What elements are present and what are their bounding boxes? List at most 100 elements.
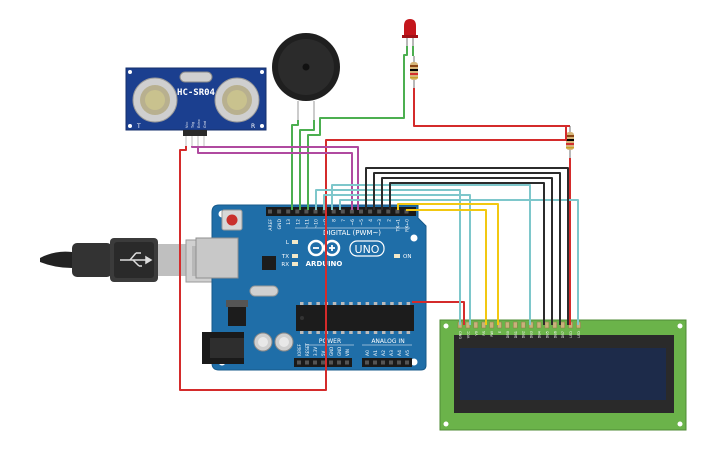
piezo-buzzer[interactable]: [272, 33, 340, 120]
led-resistor[interactable]: [410, 56, 418, 88]
lcd-backlight-resistor[interactable]: [566, 126, 574, 158]
power-pin-label: GND: [329, 347, 334, 356]
lcd-pin-label: RW: [490, 330, 494, 336]
digital-pin-label: RX←0: [405, 219, 411, 232]
lcd-pin[interactable]: [513, 321, 518, 329]
digital-pin[interactable]: [386, 209, 391, 214]
wire-echo: [197, 146, 353, 210]
digital-pin-label: 13: [286, 219, 292, 225]
digital-pin-holes: [268, 209, 409, 214]
lcd-pin[interactable]: [489, 321, 494, 329]
digital-pin-label: ~11: [304, 219, 310, 229]
digital-pin-label: AREF: [268, 219, 274, 231]
wire-buzzer-2: [299, 120, 315, 210]
digital-pin[interactable]: [404, 209, 409, 214]
wire-5v: [179, 126, 567, 391]
power-pin-label: GND: [337, 347, 342, 356]
analog-pin-label: A5: [405, 350, 411, 356]
digital-pin-label: ~10: [314, 219, 320, 229]
power-label: POWER: [319, 338, 341, 345]
lcd-pin-label: DB4: [538, 330, 542, 338]
power-pin-label: VIN: [345, 349, 350, 356]
wire-led-anode: [307, 46, 408, 210]
atmega-chip: [296, 302, 414, 334]
sensor-pin-label: Vcc: [185, 122, 189, 128]
wire-teal-1: [315, 189, 461, 325]
wire-buzzer-1: [291, 120, 299, 210]
digital-pin-label: 7: [341, 219, 347, 222]
wires: [179, 46, 579, 391]
usb-icon: [120, 252, 153, 267]
lcd-pin[interactable]: [552, 321, 558, 329]
digital-pin[interactable]: [277, 209, 282, 214]
lcd-pin-label: DB1: [514, 331, 518, 338]
reset-button-cap[interactable]: [226, 214, 238, 226]
digital-pin[interactable]: [340, 209, 345, 214]
analog-pin-label: A1: [373, 350, 379, 356]
digital-pin[interactable]: [295, 209, 300, 214]
digital-pin-label: ~5: [359, 219, 365, 226]
lcd-pin[interactable]: [544, 321, 550, 329]
lcd-pin-label: DB7: [561, 331, 565, 338]
model-label: UNO: [355, 243, 380, 256]
lcd-pin[interactable]: [520, 321, 526, 329]
digital-pin[interactable]: [322, 209, 327, 214]
digital-pin[interactable]: [377, 209, 382, 214]
digital-pin[interactable]: [304, 209, 309, 214]
digital-pin[interactable]: [331, 209, 336, 214]
digital-label: DIGITAL (PWM~): [323, 229, 381, 237]
lcd-pin-label: E: [498, 331, 502, 333]
lcd-pin-label: DB0: [506, 331, 510, 338]
digital-pin[interactable]: [359, 209, 363, 214]
power-pin-label: IOREF: [297, 343, 302, 356]
digital-pin[interactable]: [349, 209, 354, 214]
red-led[interactable]: [402, 19, 418, 46]
lcd-pin[interactable]: [505, 321, 510, 329]
receiver-transducer: [214, 77, 260, 123]
on-led-label: ON: [403, 254, 411, 260]
digital-pin[interactable]: [313, 209, 318, 214]
digital-pin[interactable]: [286, 209, 291, 214]
lcd-pin-header: [457, 321, 581, 329]
digital-pin-label: TX→1: [395, 219, 401, 233]
wire-db4: [389, 182, 545, 325]
wire-db6: [373, 172, 561, 325]
wire-trig: [191, 146, 359, 210]
digital-pin-label: ~6: [350, 219, 356, 226]
lcd-pin-label: LED: [577, 331, 581, 338]
status-leds: L TX RX ON: [281, 240, 411, 268]
lcd-pin-label: V0: [474, 331, 478, 336]
lcd-screen: [460, 348, 666, 400]
lcd-pin[interactable]: [536, 321, 542, 329]
transmitter-transducer: [132, 77, 178, 123]
lcd-pin-label: DB6: [553, 331, 557, 338]
wire-rs: [397, 203, 499, 325]
lcd-pin-label: GND: [459, 331, 463, 339]
digital-pin[interactable]: [395, 209, 400, 214]
wire-e: [406, 209, 487, 325]
sensor-r-mark: R: [251, 123, 255, 130]
lcd-pin-label: LED: [569, 331, 573, 338]
wire-lcd-vcc: [412, 301, 465, 325]
power-pin-label: 5V: [321, 350, 326, 356]
digital-pin[interactable]: [268, 209, 272, 214]
digital-pin-label: GND: [277, 218, 283, 229]
digital-pin[interactable]: [368, 209, 373, 214]
lcd-pin[interactable]: [560, 321, 565, 329]
wire-teal-3: [331, 184, 531, 325]
digital-pin-label: 12: [295, 219, 301, 225]
wire-teal-4: [339, 199, 579, 325]
analog-pin-label: A4: [397, 350, 403, 356]
lcd-pin[interactable]: [473, 321, 479, 329]
digital-pin-label: 8: [332, 219, 338, 222]
analog-header: [362, 358, 412, 367]
lcd-pin-label: DB2: [522, 331, 526, 338]
